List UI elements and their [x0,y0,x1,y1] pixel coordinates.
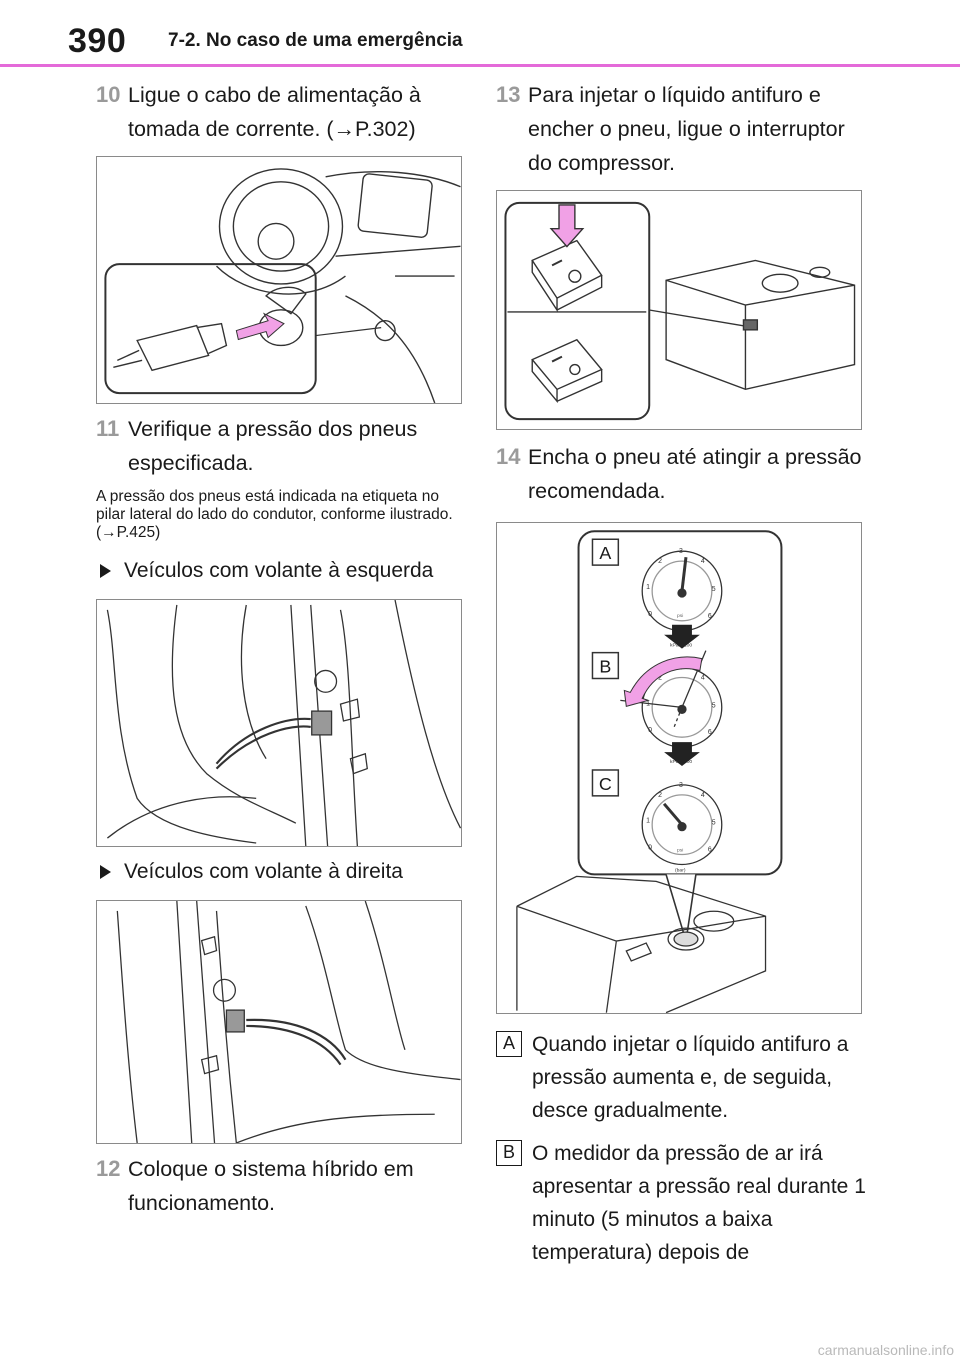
page-header: 390 7-2. No caso de uma emergência [0,0,960,70]
svg-text:4: 4 [701,792,705,799]
figure-compressor-switch [496,190,862,430]
subheading-lhd: Veículos com volante à esquerda [96,554,466,587]
svg-text:5: 5 [712,586,716,593]
subheading-text: Veículos com volante à esquerda [124,559,434,582]
svg-text:5: 5 [712,702,716,709]
section-title: 7-2. No caso de uma emergência [168,30,463,51]
svg-text:3: 3 [679,548,683,555]
svg-text:2: 2 [658,792,662,799]
step-text: Para injetar o líquido antifuro e encher… [528,83,845,175]
figure-pillar-rhd [96,900,462,1144]
svg-text:psi: psi [677,848,683,854]
subheading-rhd: Veículos com volante à direita [96,855,466,888]
item-a-text: Quando injetar o líquido antifuro a pres… [532,1033,849,1122]
svg-text:2: 2 [658,558,662,565]
item-b-text: O medidor da pressão de ar irá apresenta… [532,1142,866,1264]
step-text: Ligue o cabo de alimentação à tomada de … [128,83,421,141]
step-text: Encha o pneu até atingir a pressão recom… [528,445,862,503]
gauge-label-c: C [599,774,612,794]
step-text: Verifique a pressão dos pneus especifica… [128,417,418,475]
svg-text:6: 6 [708,847,712,854]
watermark: carmanualsonline.info [817,1342,954,1358]
gauge-label-b: B [599,657,611,677]
triangle-bullet-icon [100,865,111,879]
step-number: 12 [96,1156,121,1181]
svg-text:0: 0 [648,611,652,618]
step-number: 10 [96,82,121,107]
svg-text:6: 6 [708,613,712,620]
figure-pressure-gauges: A B C 2 3 4 5 6 1 0 psi (bar) kPa x 100 [496,522,862,1014]
left-column: 10 Ligue o cabo de alimentação à tomada … [96,78,466,1220]
svg-text:4: 4 [701,674,705,681]
svg-text:0: 0 [648,845,652,852]
step-12: 12 Coloque o sistema híbrido em funciona… [96,1152,466,1220]
step-10: 10 Ligue o cabo de alimentação à tomada … [96,78,466,146]
svg-text:1: 1 [646,584,650,591]
letter-box-a: A [496,1031,522,1057]
letter-box-b: B [496,1140,522,1166]
svg-text:0: 0 [648,727,652,734]
step-number: 13 [496,82,521,107]
figure-power-outlet [96,156,462,404]
svg-text:6: 6 [708,729,712,736]
step-number: 11 [96,416,120,441]
triangle-bullet-icon [100,564,111,578]
svg-text:(bar): (bar) [675,867,686,873]
step-11: 11 Verifique a pressão dos pneus especif… [96,412,466,480]
step-number: 14 [496,444,521,469]
right-column: 13 Para injetar o líquido antifuro e enc… [496,78,866,1269]
gauge-label-a: A [599,543,611,563]
svg-text:psi: psi [677,613,683,619]
item-a: A Quando injetar o líquido antifuro a pr… [496,1028,866,1127]
svg-text:3: 3 [679,782,683,789]
item-b: B O medidor da pressão de ar irá apresen… [496,1137,866,1269]
page-number: 390 [68,22,127,60]
svg-text:4: 4 [701,558,705,565]
svg-text:2: 2 [658,674,662,681]
svg-text:5: 5 [712,820,716,827]
figure-pillar-lhd [96,599,462,847]
step-text: Coloque o sistema híbrido em funcionamen… [128,1157,414,1215]
subheading-text: Veículos com volante à direita [124,860,403,883]
note-tire-pressure: A pressão dos pneus está indicada na eti… [96,488,453,541]
header-rule [0,64,960,67]
step-14: 14 Encha o pneu até atingir a pressão re… [496,440,866,508]
step-13: 13 Para injetar o líquido antifuro e enc… [496,78,866,180]
svg-text:1: 1 [646,818,650,825]
